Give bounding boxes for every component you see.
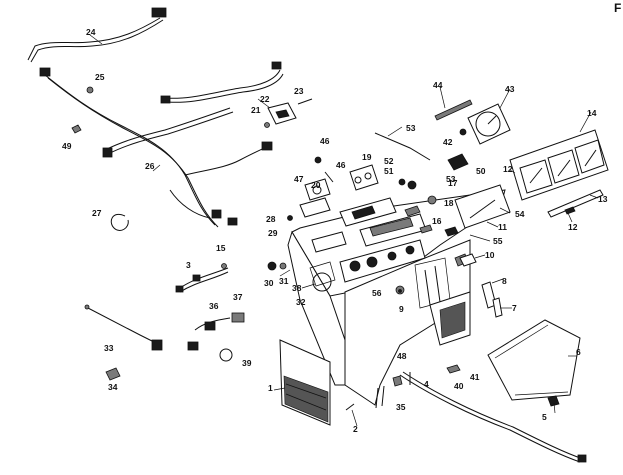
label-37: 37 xyxy=(233,292,243,302)
switch-36 xyxy=(187,312,245,362)
label-47: 47 xyxy=(294,174,304,184)
nut-46 xyxy=(314,156,322,164)
fitting-50 xyxy=(447,153,469,171)
console-housing-32 xyxy=(287,189,506,409)
label-30: 30 xyxy=(264,278,274,288)
label-51: 51 xyxy=(384,166,394,176)
leader-lines xyxy=(89,34,599,427)
label-53a: 53 xyxy=(406,123,416,133)
label-2: 2 xyxy=(353,424,358,434)
cable-53 xyxy=(374,132,431,161)
side-panel-1 xyxy=(279,339,331,426)
label-35: 35 xyxy=(396,402,406,412)
label-25: 25 xyxy=(95,72,105,82)
label-32: 32 xyxy=(296,297,306,307)
harness-connector-top xyxy=(151,7,167,18)
label-43: 43 xyxy=(505,84,515,94)
cable-44 xyxy=(434,99,473,121)
label-31: 31 xyxy=(279,276,289,286)
label-22: 22 xyxy=(260,94,270,104)
bracket-34 xyxy=(105,367,121,381)
bolt-2 xyxy=(345,403,355,411)
label-52: 52 xyxy=(384,156,394,166)
bracket-7 xyxy=(492,297,503,318)
label-49: 49 xyxy=(62,141,72,151)
label-36: 36 xyxy=(209,301,219,311)
relay-22 xyxy=(264,98,313,128)
label-55: 55 xyxy=(493,236,503,246)
label-18: 18 xyxy=(444,198,454,208)
clip-5 xyxy=(547,395,560,407)
label-38: 38 xyxy=(292,283,302,293)
lamp-29 xyxy=(299,197,331,218)
label-44: 44 xyxy=(433,80,443,90)
label-12a: 12 xyxy=(503,164,513,174)
label-10: 10 xyxy=(485,250,495,260)
wire-3 xyxy=(175,263,229,293)
label-46a: 46 xyxy=(320,136,330,146)
label-53b: 53 xyxy=(446,174,456,184)
label-33: 33 xyxy=(104,343,114,353)
label-16: 16 xyxy=(432,216,442,226)
terminal-49 xyxy=(71,124,82,134)
label-41: 41 xyxy=(470,372,480,382)
corner-mark: F xyxy=(614,1,621,15)
label-46b: 46 xyxy=(336,160,346,170)
label-48: 48 xyxy=(397,351,407,361)
wiring-harness xyxy=(27,7,284,228)
speedometer-43 xyxy=(459,103,511,145)
washer-31 xyxy=(279,262,287,270)
label-4: 4 xyxy=(424,379,429,389)
label-12b: 12 xyxy=(568,222,578,232)
label-13: 13 xyxy=(598,194,608,204)
label-20: 20 xyxy=(311,180,321,190)
label-1: 1 xyxy=(268,383,273,393)
throttle-cable xyxy=(399,374,581,463)
label-39: 39 xyxy=(242,358,252,368)
clamp-27 xyxy=(110,214,129,231)
label-34: 34 xyxy=(108,382,118,392)
tach-54 xyxy=(454,184,511,229)
label-9: 9 xyxy=(399,304,404,314)
fitting-10 xyxy=(459,253,477,267)
choke-cable-33 xyxy=(84,304,163,351)
label-24: 24 xyxy=(86,27,96,37)
knob-30 xyxy=(267,261,277,271)
label-11: 11 xyxy=(498,222,507,232)
label-23: 23 xyxy=(294,86,304,96)
label-5: 5 xyxy=(542,412,547,422)
label-40: 40 xyxy=(454,381,464,391)
switch-cluster xyxy=(339,180,469,267)
gauge-19 xyxy=(349,164,379,191)
part-labels: 1 2 3 4 5 6 7 8 9 10 11 12 12 13 14 15 1… xyxy=(62,27,608,434)
trim-strip-13 xyxy=(547,189,604,218)
label-15: 15 xyxy=(216,243,226,253)
label-7: 7 xyxy=(512,303,517,313)
gauge-panel-14 xyxy=(509,129,609,201)
label-19: 19 xyxy=(362,152,372,162)
label-28: 28 xyxy=(266,214,276,224)
label-21: 21 xyxy=(251,105,261,115)
label-27: 27 xyxy=(92,208,102,218)
bezel-20 xyxy=(304,178,331,201)
label-42: 42 xyxy=(443,137,453,147)
label-3: 3 xyxy=(186,260,191,270)
terminal-25 xyxy=(86,86,94,94)
label-29: 29 xyxy=(268,228,278,238)
label-54: 54 xyxy=(515,209,525,219)
label-8: 8 xyxy=(502,276,507,286)
label-50: 50 xyxy=(476,166,486,176)
windshield-6 xyxy=(487,319,581,401)
harness-connector-left xyxy=(39,67,51,77)
label-26: 26 xyxy=(145,161,155,171)
label-56: 56 xyxy=(372,288,382,298)
label-14: 14 xyxy=(587,108,597,118)
label-6: 6 xyxy=(576,347,581,357)
label-17: 17 xyxy=(448,178,458,188)
